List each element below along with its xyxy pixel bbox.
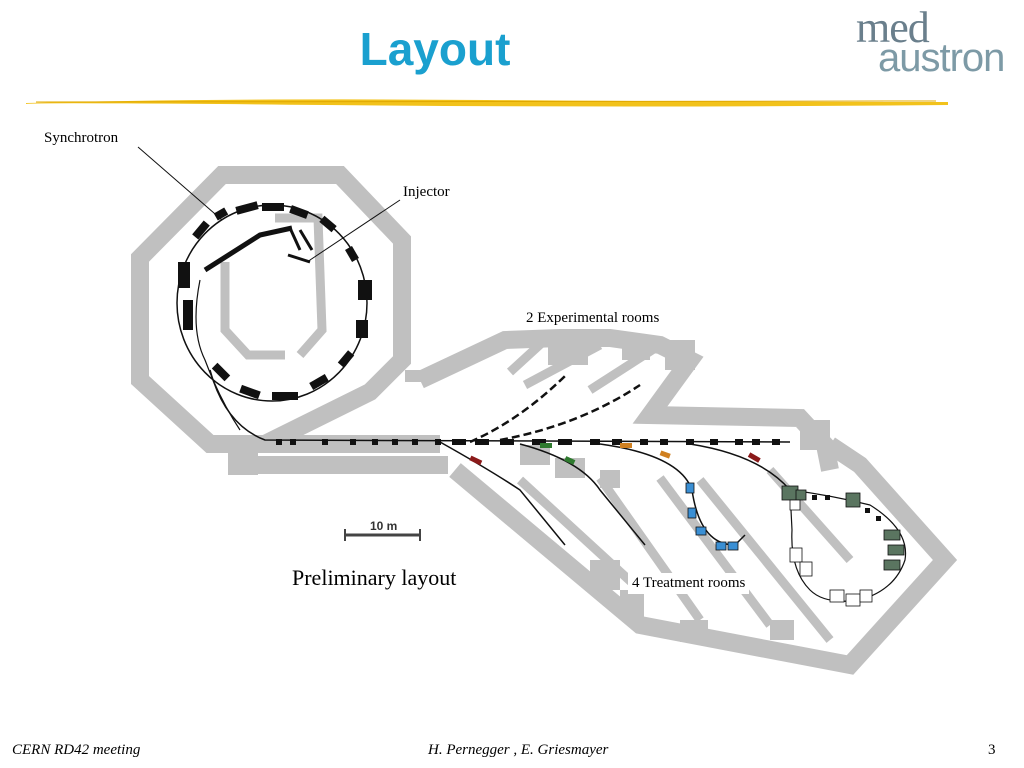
extraction-beamline bbox=[209, 369, 791, 551]
injector-label: Injector bbox=[403, 184, 450, 200]
synchrotron-hall-wall bbox=[131, 166, 411, 453]
gantry-ring bbox=[781, 485, 907, 607]
synchrotron-label: Synchrotron bbox=[44, 130, 119, 146]
inner-walls bbox=[220, 213, 854, 643]
synchrotron-leader-line bbox=[137, 146, 223, 221]
logo-text-austron: austron bbox=[878, 36, 1005, 80]
scale-bar: 10 m bbox=[344, 519, 421, 541]
injector-leader-line bbox=[306, 199, 401, 263]
slide-title: Layout bbox=[359, 23, 511, 75]
wall-blocks bbox=[228, 335, 830, 642]
gantry-blue-magnets bbox=[685, 482, 739, 551]
colored-magnets bbox=[469, 443, 761, 466]
scale-bar-label: 10 m bbox=[370, 519, 397, 533]
page-number: 3 bbox=[988, 742, 996, 758]
title-underline bbox=[26, 99, 948, 107]
transfer-tunnel-wall bbox=[230, 435, 448, 474]
treatment-rooms-label: 4 Treatment rooms bbox=[628, 573, 750, 594]
experimental-rooms-label: 2 Experimental rooms bbox=[526, 310, 660, 326]
footer-authors: H. Pernegger , E. Griesmayer bbox=[428, 742, 609, 758]
footer-meeting: CERN RD42 meeting bbox=[12, 742, 141, 758]
preliminary-layout-label: Preliminary layout bbox=[292, 565, 457, 590]
logo-text-med: med bbox=[856, 3, 930, 52]
treatment-area-wall bbox=[449, 437, 958, 675]
facility-layout-diagram: 10 m bbox=[131, 146, 958, 675]
synchrotron-ring bbox=[176, 201, 372, 431]
